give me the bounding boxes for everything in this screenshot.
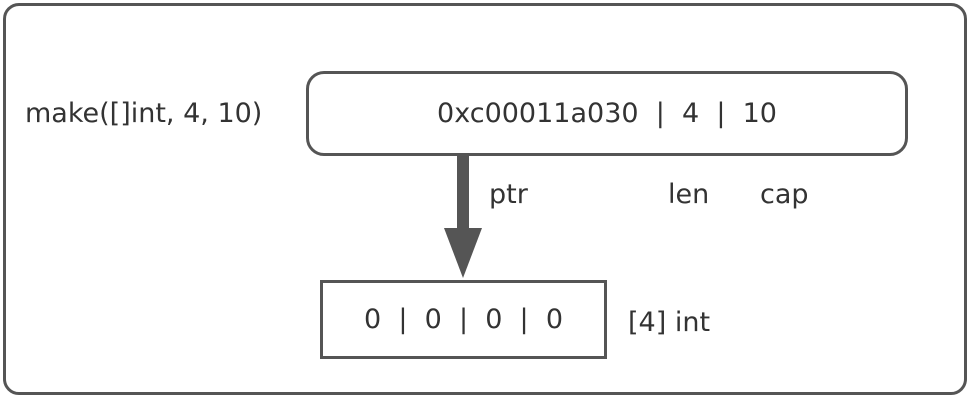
slice-header-box: 0xc00011a030 | 4 | 10: [306, 71, 908, 156]
diagram-frame: [3, 3, 967, 395]
make-call-label: make([]int, 4, 10): [25, 98, 263, 129]
ptr-label: ptr: [489, 179, 528, 210]
cap-label: cap: [760, 179, 809, 210]
array-type-label: [4] int: [628, 307, 711, 338]
len-label: len: [668, 179, 710, 210]
backing-array-box: 0 | 0 | 0 | 0: [320, 280, 607, 359]
